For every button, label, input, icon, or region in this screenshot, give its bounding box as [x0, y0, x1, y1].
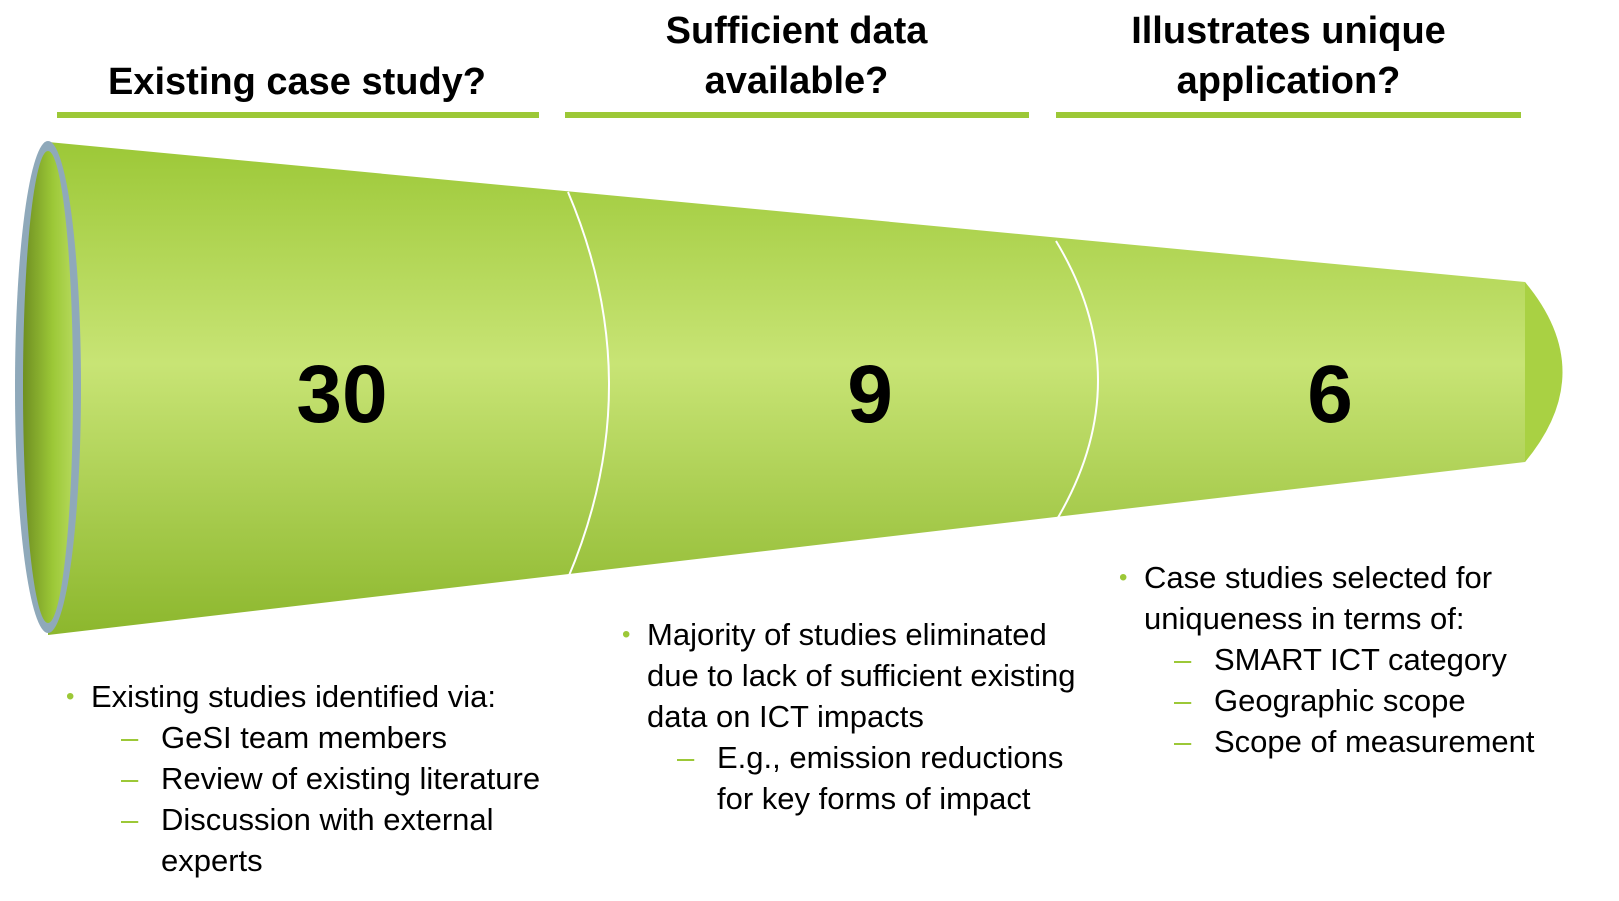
stage-1-header-line-1: Existing case study? [107, 61, 486, 103]
stage-2-sub-item-text: E.g., emission reductions for key forms … [717, 740, 1064, 816]
stage-3-bullet-text: Case studies selected for uniqueness in … [1144, 560, 1493, 636]
dash-icon: – [121, 802, 139, 837]
segment-divider-2 [1055, 240, 1099, 522]
stage-2-header: Sufficient data available? [565, 6, 1028, 106]
stage-1-sub-item-text: Discussion with external experts [161, 802, 494, 878]
stage-1-count: 30 [296, 349, 388, 440]
stage-1-header-underline [57, 112, 539, 118]
stage-3-bullet: • Case studies selected for uniqueness i… [1119, 557, 1564, 639]
stage-1-bullet-text: Existing studies identified via: [91, 679, 496, 714]
stage-1-header: Existing case study? [57, 57, 537, 107]
segment-divider-1 [567, 191, 610, 579]
stage-2-sub-item: – E.g., emission reductions for key form… [622, 737, 1087, 819]
stage-2-header-line-2: available? [704, 60, 889, 102]
stage-1-sub-item-text: GeSI team members [161, 720, 447, 755]
stage-1-sub-item: – Review of existing literature [66, 758, 586, 799]
stage-3-sub-item-text: Scope of measurement [1214, 724, 1535, 759]
stage-3-header-underline [1056, 112, 1521, 118]
stage-3-header: Illustrates unique application? [1056, 6, 1521, 106]
stage-1-sub-item-text: Review of existing literature [161, 761, 541, 796]
stage-3-sub-item-text: Geographic scope [1214, 683, 1466, 718]
stage-3-notes: • Case studies selected for uniqueness i… [1119, 557, 1599, 762]
stage-2-bullet-text: Majority of studies eliminated due to la… [647, 617, 1076, 734]
stage-2-header-line-1: Sufficient data [665, 10, 928, 52]
stage-3-sub-item: – Scope of measurement [1119, 721, 1599, 762]
dash-icon: – [1174, 724, 1192, 759]
bullet-icon: • [1119, 564, 1128, 591]
stage-1-notes: • Existing studies identified via: – GeS… [66, 676, 586, 881]
stage-1-bullet: • Existing studies identified via: [66, 676, 586, 717]
stage-2-notes: • Majority of studies eliminated due to … [622, 614, 1092, 819]
bullet-icon: • [622, 621, 631, 648]
stage-2-bullet: • Majority of studies eliminated due to … [622, 614, 1092, 737]
stage-3-header-line-1: Illustrates unique [1131, 10, 1446, 52]
dash-icon: – [1174, 683, 1192, 718]
stage-2-count: 9 [847, 349, 893, 440]
dash-icon: – [121, 720, 139, 755]
stage-1-sub-item: – Discussion with external experts [66, 799, 561, 881]
dash-icon: – [121, 761, 139, 796]
stage-2-header-underline [565, 112, 1029, 118]
stage-3-sub-item-text: SMART ICT category [1214, 642, 1507, 677]
dash-icon: – [1174, 642, 1192, 677]
stage-3-sub-item: – Geographic scope [1119, 680, 1599, 721]
funnel-tip [1525, 282, 1563, 462]
stage-3-header-line-2: application? [1176, 60, 1401, 102]
stage-1-sub-item: – GeSI team members [66, 717, 586, 758]
funnel-opening [23, 151, 73, 623]
bullet-icon: • [66, 683, 75, 710]
stage-3-count: 6 [1307, 349, 1353, 440]
funnel-body [48, 142, 1559, 635]
dash-icon: – [677, 740, 695, 775]
stage-3-sub-item: – SMART ICT category [1119, 639, 1599, 680]
